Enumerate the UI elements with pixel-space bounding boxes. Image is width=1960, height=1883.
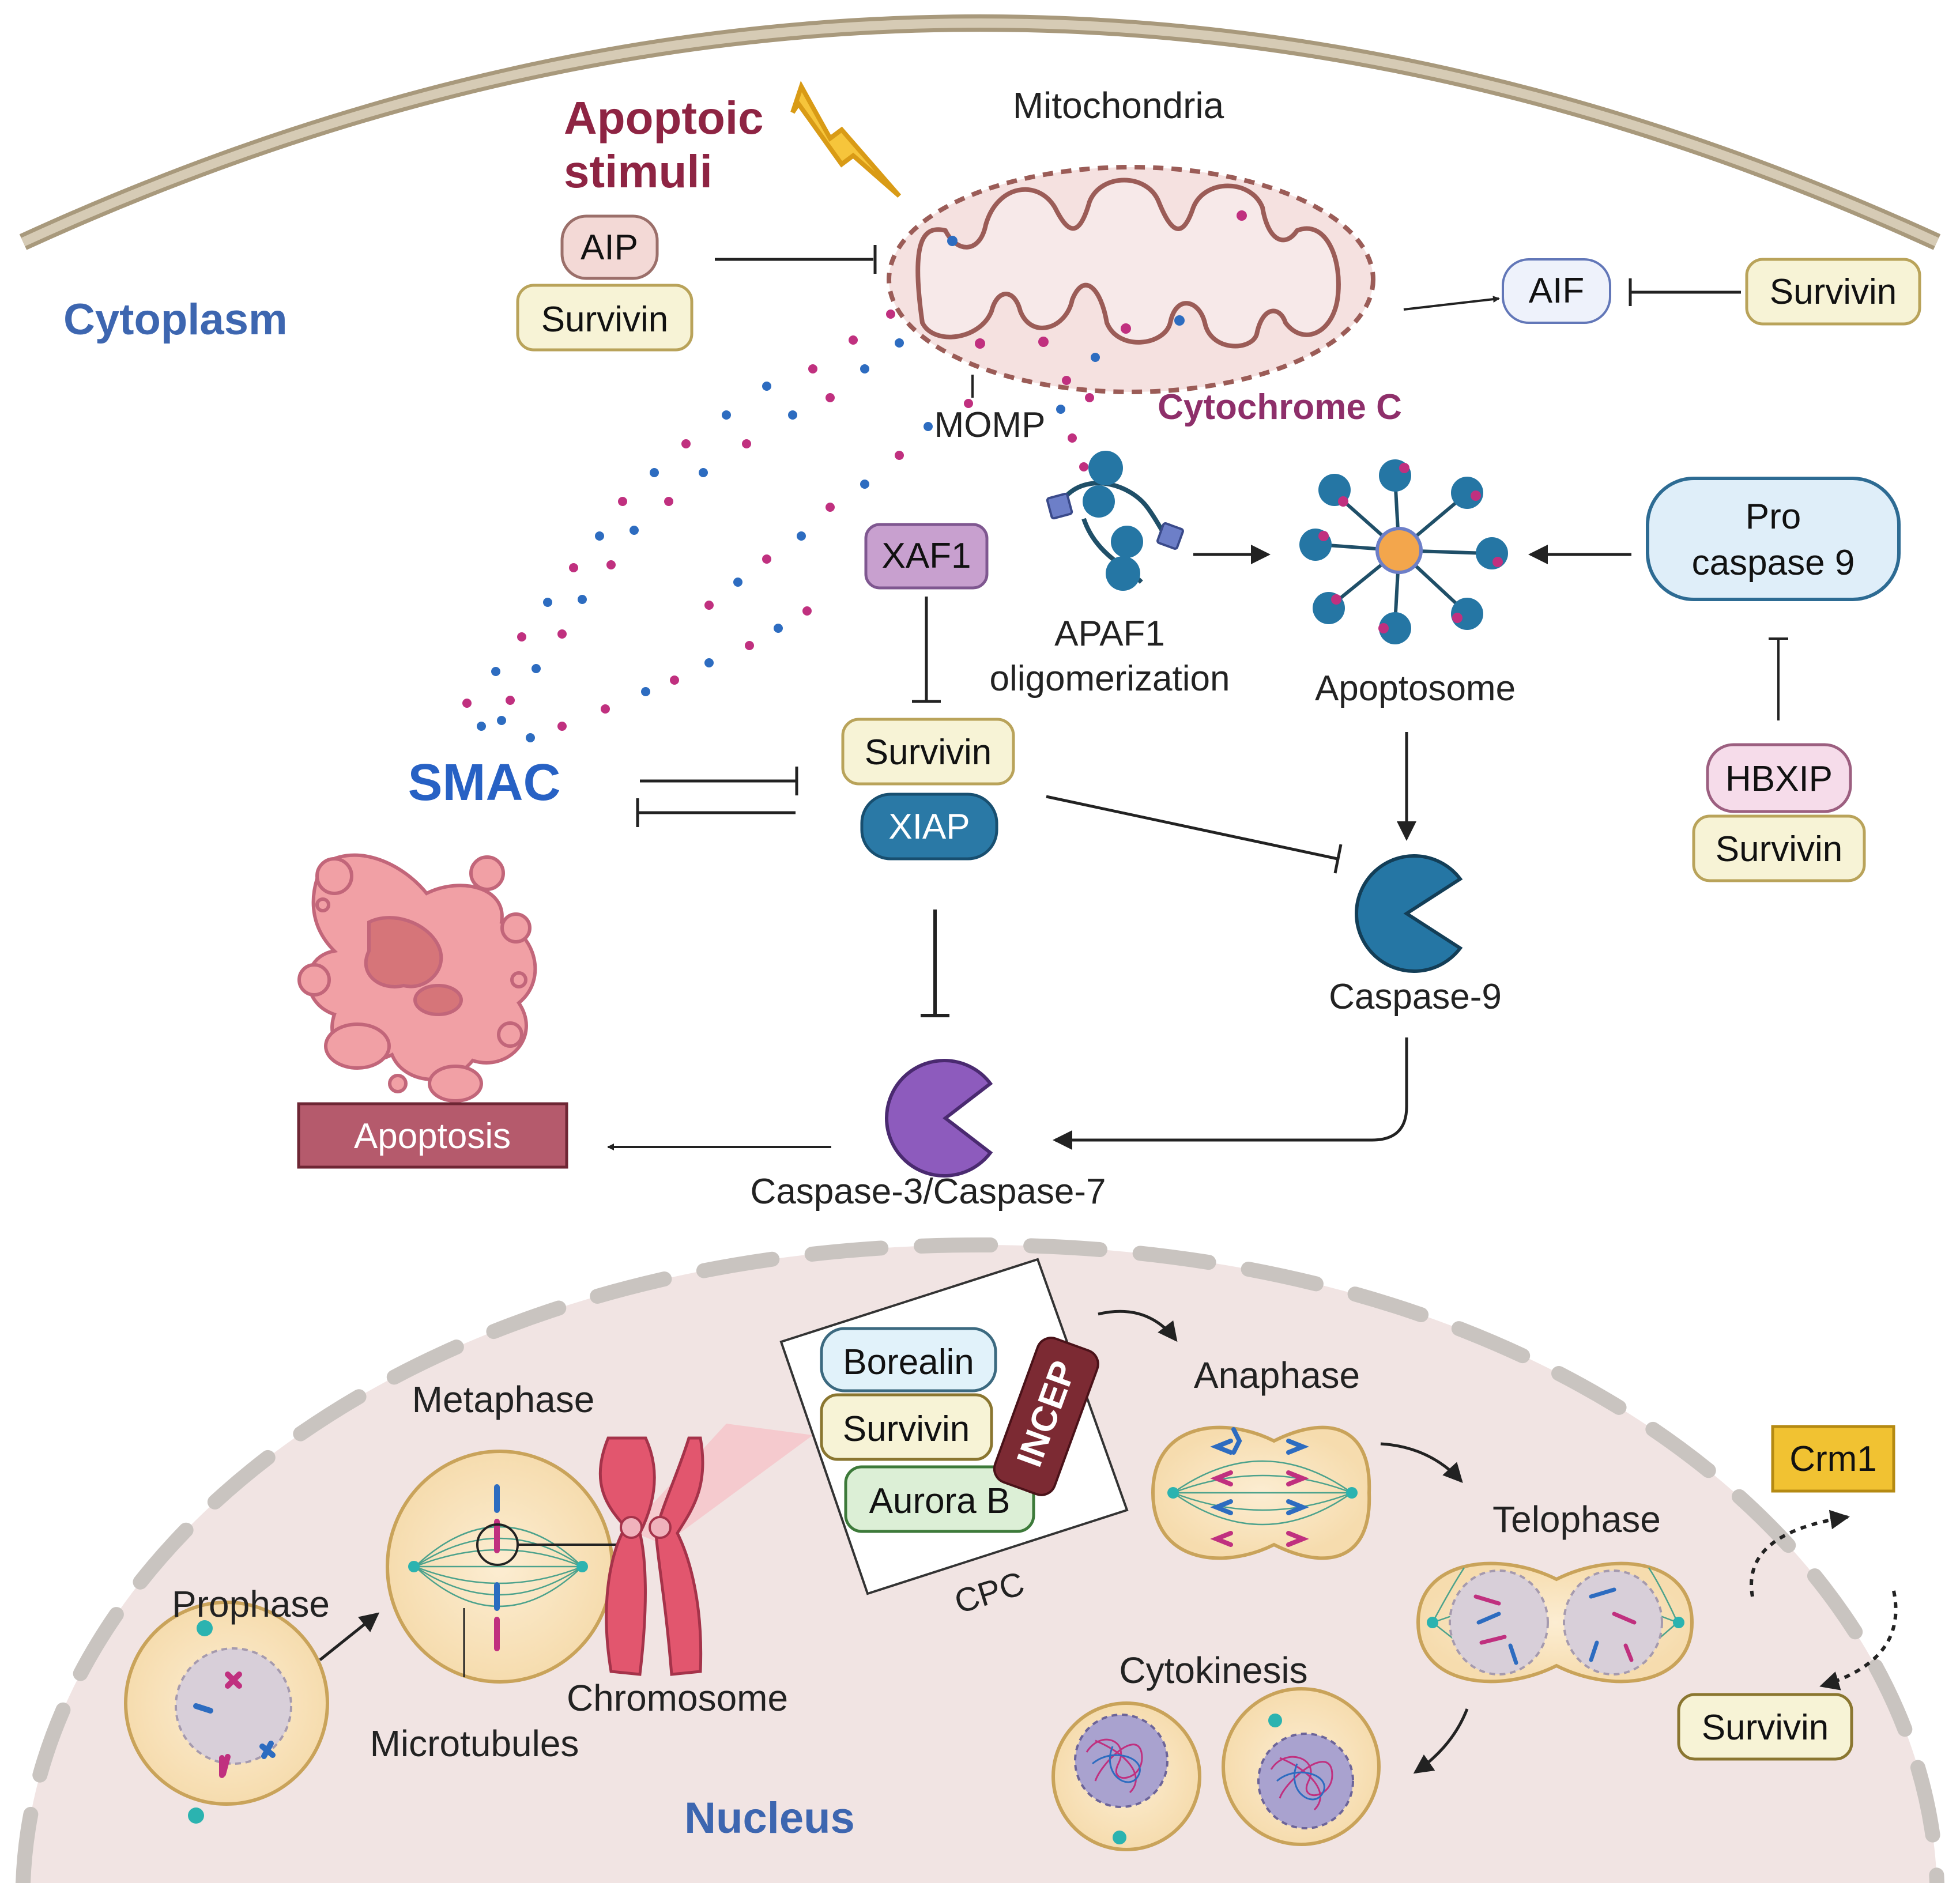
xiap-label: XIAP: [888, 807, 970, 847]
chromosome-label: Chromosome: [567, 1677, 788, 1719]
chromosome-icon: [598, 1424, 813, 1676]
apoptosis-label: Apoptosis: [354, 1116, 511, 1156]
metaphase-cell: [386, 1450, 620, 1684]
cytokinesis-cells: [1051, 1687, 1381, 1851]
lightning-icon: [790, 81, 902, 198]
survivin-aif-label: Survivin: [1770, 272, 1897, 312]
survivin-aif-box: [1745, 258, 1921, 326]
survivin-xiap-label: Survivin: [865, 733, 992, 772]
nucleus-region: [23, 1245, 1937, 1883]
hbxip-box: [1706, 743, 1852, 813]
cytokinesis-label: Cytokinesis: [1119, 1650, 1307, 1691]
nuclear-import-arrow: [1819, 1590, 1898, 1690]
momp-label: MOMP: [934, 405, 1046, 445]
caspase9-to-caspase37-arrow: [1053, 1037, 1408, 1150]
survivin-nuclear-label: Survivin: [1702, 1708, 1829, 1748]
survivin-xiap-box: [841, 718, 1015, 786]
apoptosome-icon: [1299, 459, 1508, 644]
nuclear-export-arrow: [1750, 1510, 1850, 1597]
xaf1-label: XAF1: [881, 536, 971, 576]
procaspase9-label: Pro: [1746, 497, 1801, 537]
survivin-aip-label: Survivin: [541, 300, 669, 339]
aurora-b-box: [844, 1465, 1035, 1533]
aip-label: AIP: [581, 228, 638, 267]
cytochrome-c-label: Cytochrome C: [1158, 387, 1402, 427]
telophase-label: Telophase: [1492, 1499, 1661, 1540]
survivin-aip-box: [516, 284, 693, 352]
telophase-cell: [1416, 1561, 1694, 1684]
anaphase-to-telophase-arrow: [1380, 1442, 1463, 1483]
prophase-cell: [124, 1601, 329, 1824]
nucleus-label: Nucleus: [684, 1794, 855, 1843]
cytoplasm-label: Cytoplasm: [63, 295, 288, 344]
apoptosis-box: [297, 1102, 568, 1169]
survivin-cpc-box: [820, 1393, 993, 1461]
apaf1-icon: [1046, 451, 1184, 591]
telophase-to-cytokinesis-arrow: [1413, 1708, 1469, 1774]
xiap-inhibits-caspase9: [1046, 795, 1338, 861]
aip-box: [560, 214, 659, 280]
survivin-cpc-label: Survivin: [843, 1409, 970, 1449]
released-molecules: [462, 310, 1100, 742]
mitochondria-label: Mitochondria: [1013, 85, 1224, 126]
aif-box: [1502, 258, 1611, 324]
borealin-label: Borealin: [843, 1342, 974, 1382]
prophase-label: Prophase: [172, 1583, 330, 1625]
apoptotic-cell-icon: [297, 853, 537, 1103]
crm1-box: [1771, 1425, 1895, 1493]
caspase9-label: Caspase-9: [1329, 977, 1502, 1017]
mitochondrion: [887, 165, 1375, 394]
microtubules-label: Microtubules: [370, 1723, 579, 1764]
caspase37-icon: [885, 1059, 993, 1178]
procaspase9-box: [1646, 477, 1901, 601]
smac-label: SMAC: [408, 754, 561, 812]
cpc-to-anaphase-arrow: [1098, 1310, 1178, 1342]
apoptotic-stimuli-label: Apoptoic: [564, 92, 764, 144]
apoptotic-stimuli-label-2: stimuli: [564, 146, 713, 197]
aif-label: AIF: [1529, 271, 1584, 311]
nuclear-envelope: [16, 1237, 1944, 1883]
caspase37-label: Caspase-3/Caspase-7: [751, 1172, 1106, 1212]
procaspase9-label-2: caspase 9: [1692, 543, 1855, 583]
survivin-nuclear-box: [1677, 1693, 1853, 1761]
crm1-label: Crm1: [1789, 1439, 1877, 1479]
aurora-b-label: Aurora B: [869, 1481, 1011, 1521]
xiap-box: [860, 793, 998, 861]
anaphase-cell: [1151, 1425, 1371, 1560]
metaphase-label: Metaphase: [412, 1379, 595, 1420]
mito-to-aif-arrow: [1403, 296, 1500, 311]
borealin-box: [820, 1327, 997, 1393]
hbxip-label: HBXIP: [1725, 759, 1833, 799]
survivin-hbxip-box: [1692, 814, 1866, 882]
anaphase-label: Anaphase: [1194, 1354, 1360, 1396]
apaf1-label: APAF1: [1054, 614, 1165, 654]
prophase-to-metaphase-arrow: [319, 1612, 380, 1661]
cpc-complex: [779, 1258, 1129, 1595]
apaf1-label-2: oligomerization: [990, 659, 1230, 699]
incep-box: [993, 1337, 1099, 1496]
caspase9-icon: [1355, 854, 1463, 973]
apoptosome-label: Apoptosome: [1315, 669, 1516, 708]
xaf1-box: [864, 523, 989, 590]
survivin-hbxip-label: Survivin: [1716, 829, 1843, 869]
